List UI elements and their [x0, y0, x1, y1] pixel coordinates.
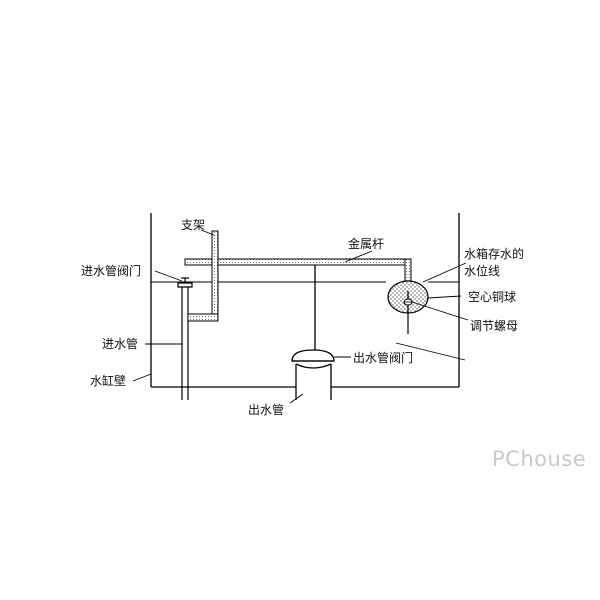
label-outlet-pipe: 出水管	[248, 402, 284, 417]
leader-copper-float	[427, 295, 462, 299]
leader-bracket	[200, 229, 215, 236]
leader-adjusting-nut	[411, 301, 469, 321]
leader-lines	[132, 229, 469, 404]
inlet-pipe	[181, 286, 189, 400]
label-tank-wall: 水缸壁	[90, 373, 126, 388]
watermark-logo: PChouse	[492, 447, 586, 471]
leader-inlet-valve	[154, 270, 183, 282]
leader-extra	[395, 342, 466, 361]
label-copper-float: 空心铜球	[468, 289, 516, 304]
label-metal-rod: 金属杆	[348, 236, 384, 251]
outlet-valve-cap	[291, 349, 335, 362]
inlet-valve	[177, 277, 193, 288]
leader-water-level	[422, 262, 467, 283]
leader-outlet-pipe	[289, 393, 304, 404]
copper-float-ball	[387, 280, 429, 334]
label-inlet-pipe: 进水管	[102, 336, 138, 351]
label-adjusting-nut: 调节螺母	[470, 319, 518, 333]
label-bracket: 支架	[181, 218, 205, 232]
leader-metal-rod	[344, 250, 373, 263]
leader-tank-wall	[132, 373, 152, 382]
label-outlet-valve: 出水管阀门	[353, 350, 413, 365]
label-inlet-valve: 进水管阀门	[81, 263, 141, 278]
label-water-level-line2: 水位线	[464, 263, 500, 278]
tank-wall-outline	[150, 213, 460, 388]
outlet-pipe	[295, 363, 332, 400]
bracket	[187, 230, 219, 322]
label-water-level-line1: 水箱存水的	[464, 246, 524, 261]
metal-rod	[184, 258, 410, 266]
